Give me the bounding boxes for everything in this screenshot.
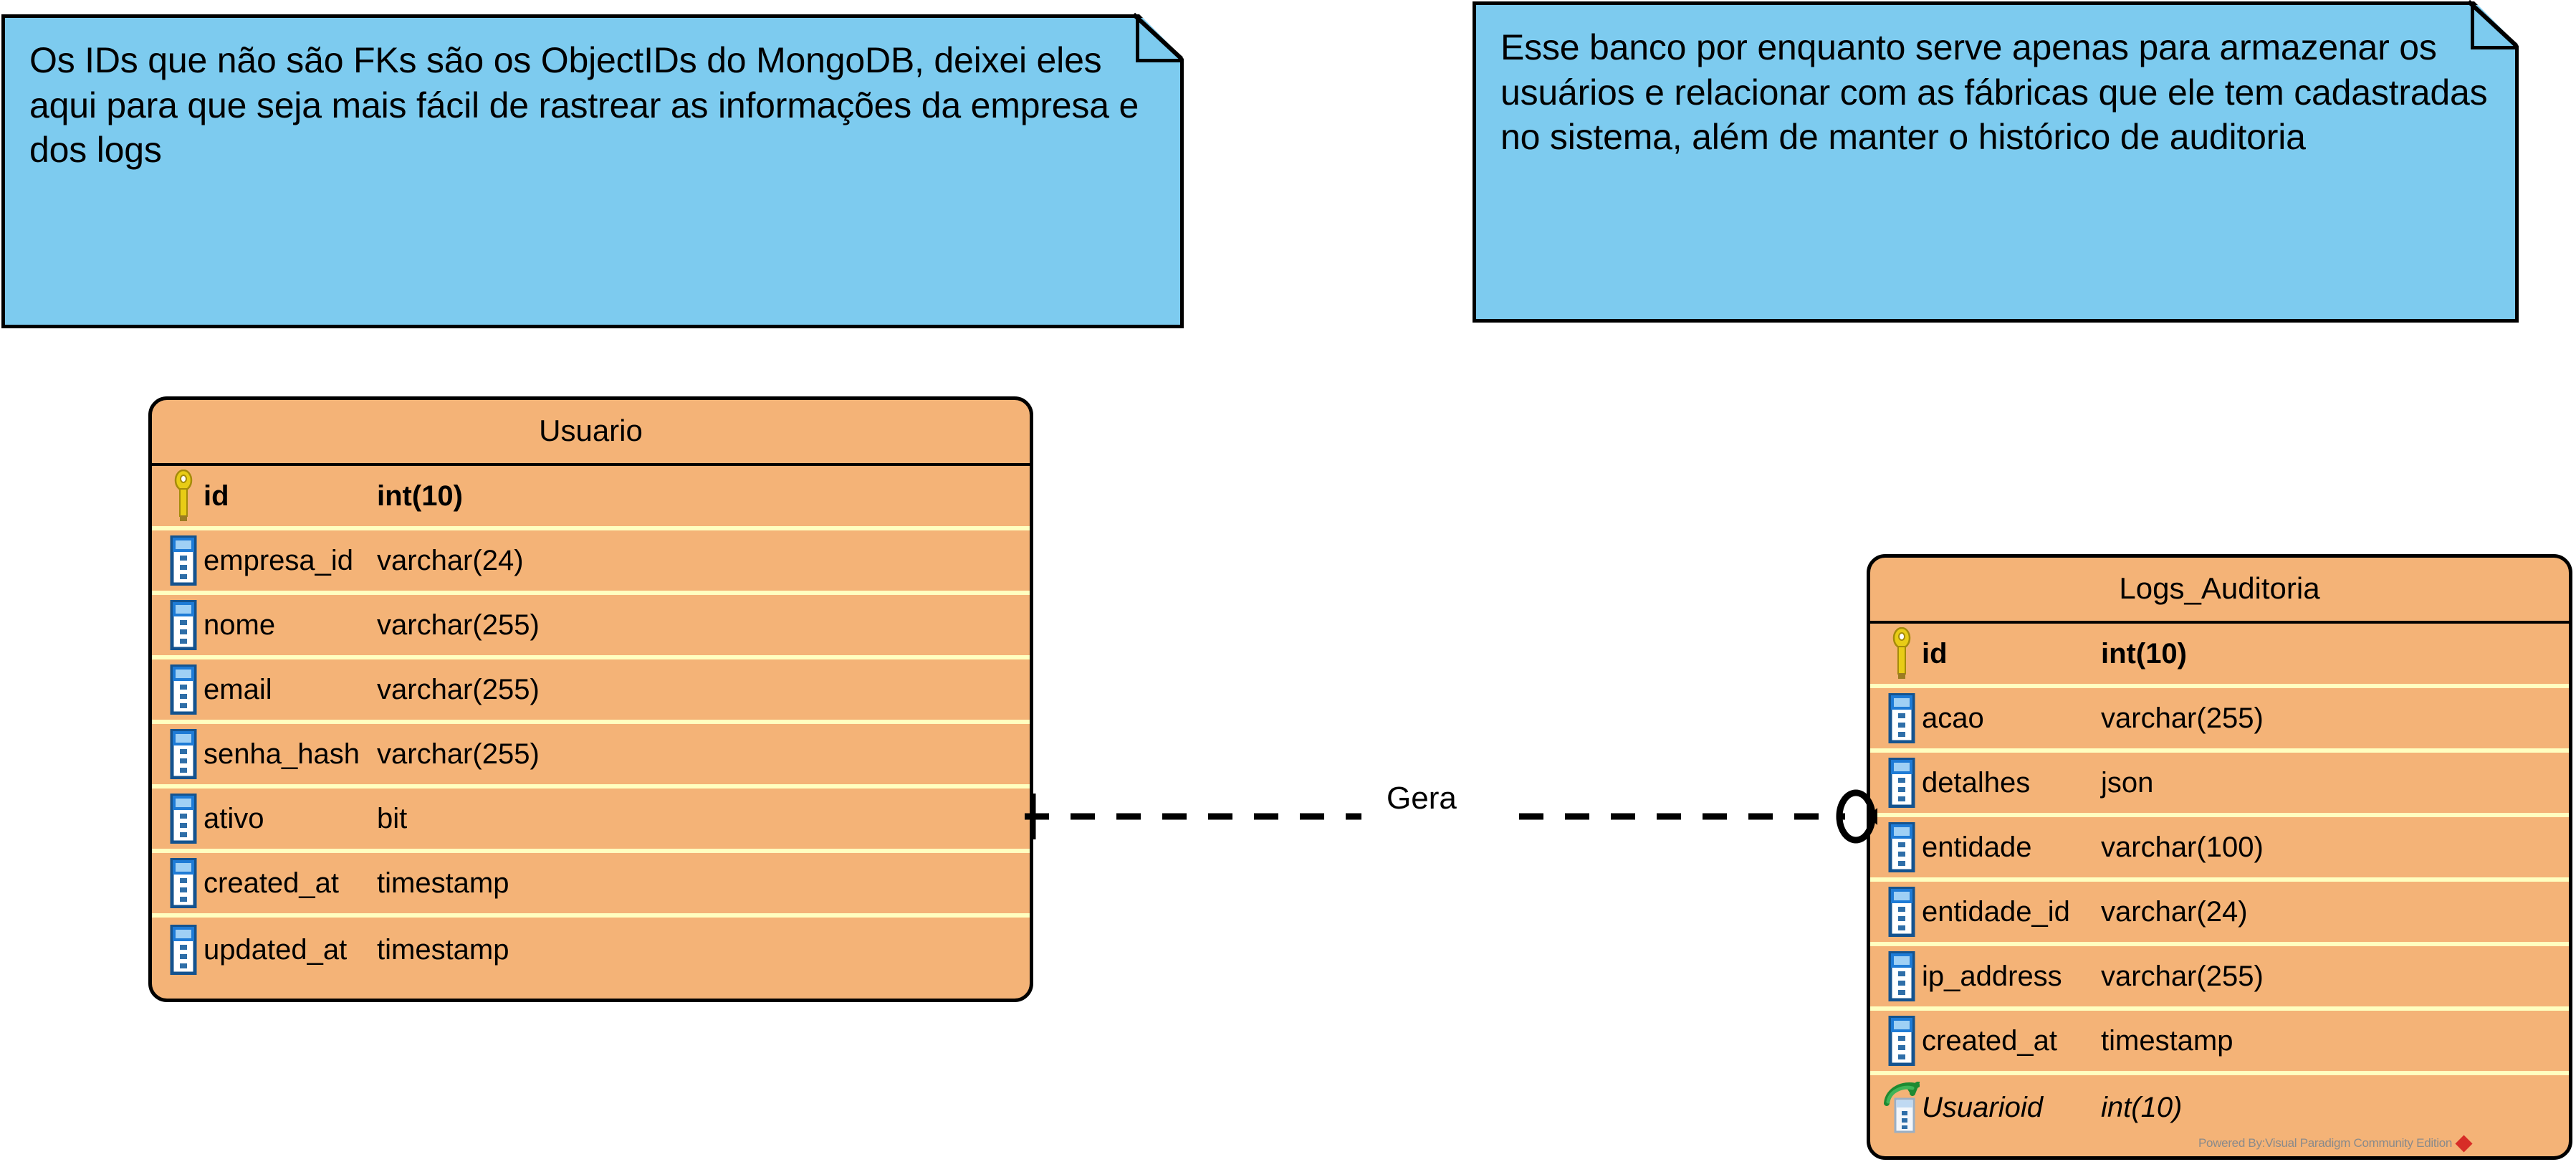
- column-icon: [163, 535, 204, 586]
- attribute-row[interactable]: id int(10): [152, 466, 1030, 530]
- attribute-row[interactable]: ip_address varchar(255): [1870, 946, 2569, 1011]
- column-icon: [163, 600, 204, 650]
- attribute-type: varchar(255): [377, 673, 540, 705]
- attribute-name: acao: [1922, 702, 1984, 734]
- attribute-list: id int(10) empresa_id varchar(24) nome varcha…: [152, 466, 1030, 982]
- column-icon: [163, 664, 204, 715]
- attribute-name: created_at: [204, 867, 340, 899]
- note-object-ids[interactable]: Os IDs que não são FKs são os ObjectIDs …: [1, 12, 1184, 328]
- attribute-name: nome: [204, 609, 276, 641]
- note-fold-diagonal-icon: [2466, 0, 2519, 48]
- attribute-type: varchar(24): [2101, 895, 2248, 928]
- column-icon: [1882, 693, 1922, 743]
- attribute-row[interactable]: created_at timestamp: [1870, 1011, 2569, 1075]
- visual-paradigm-logo-icon: [2455, 1134, 2473, 1153]
- relationship-label: Gera: [1387, 781, 1457, 816]
- watermark-text: Powered By:Visual Paradigm Community Edi…: [2198, 1136, 2453, 1150]
- attribute-name: ip_address: [1922, 960, 2062, 992]
- column-icon: [1882, 951, 1922, 1001]
- note-fold-diagonal-icon: [1131, 12, 1184, 61]
- attribute-row[interactable]: nome varchar(255): [152, 595, 1030, 659]
- attribute-name: senha_hash: [204, 738, 360, 770]
- attribute-name: entidade_id: [1922, 895, 2070, 928]
- attribute-row[interactable]: ativo bit: [152, 789, 1030, 853]
- attribute-row[interactable]: senha_hash varchar(255): [152, 724, 1030, 789]
- attribute-list: id int(10) acao varchar(255) detalhes json ent…: [1870, 624, 2569, 1140]
- entity-title: Usuario: [152, 400, 1030, 466]
- attribute-row[interactable]: updated_at timestamp: [152, 918, 1030, 982]
- relationship-gera[interactable]: Gera: [1025, 778, 1908, 871]
- attribute-type: varchar(100): [2101, 831, 2264, 863]
- column-icon: [1882, 887, 1922, 937]
- attribute-name: entidade: [1922, 831, 2032, 863]
- attribute-type: int(10): [377, 480, 463, 512]
- attribute-type: varchar(24): [377, 544, 524, 576]
- attribute-name: detalhes: [1922, 766, 2031, 799]
- column-icon: [163, 858, 204, 908]
- attribute-row[interactable]: entidade varchar(100): [1870, 817, 2569, 882]
- note-text: Os IDs que não são FKs são os ObjectIDs …: [29, 40, 1139, 170]
- attribute-row[interactable]: email varchar(255): [152, 659, 1030, 724]
- primary-key-icon: [1882, 627, 1922, 679]
- attribute-type: bit: [377, 802, 408, 834]
- note-fold-vertical-edge: [1136, 14, 1139, 62]
- attribute-type: varchar(255): [377, 738, 540, 770]
- attribute-name: Usuarioid: [1922, 1091, 2043, 1123]
- column-icon: [163, 729, 204, 779]
- attribute-row[interactable]: empresa_id varchar(24): [152, 530, 1030, 595]
- attribute-row[interactable]: id int(10): [1870, 624, 2569, 688]
- foreign-key-icon: [1882, 1082, 1922, 1133]
- column-icon: [1882, 822, 1922, 872]
- attribute-type: timestamp: [377, 867, 509, 899]
- entity-table-usuario[interactable]: Usuario id int(10) empresa_id varchar(24) no…: [148, 396, 1033, 1002]
- attribute-type: varchar(255): [377, 609, 540, 641]
- attribute-type: timestamp: [377, 933, 509, 966]
- note-fold-horizontal-edge: [1136, 59, 1184, 62]
- column-icon: [163, 925, 204, 975]
- attribute-type: varchar(255): [2101, 702, 2264, 734]
- attribute-name: ativo: [204, 802, 264, 834]
- attribute-name: empresa_id: [204, 544, 354, 576]
- attribute-name: updated_at: [204, 933, 348, 966]
- note-text: Esse banco por enquanto serve apenas par…: [1500, 27, 2488, 157]
- attribute-row[interactable]: detalhes json: [1870, 753, 2569, 817]
- primary-key-icon: [163, 470, 204, 521]
- attribute-type: timestamp: [2101, 1024, 2233, 1057]
- column-icon: [1882, 1016, 1922, 1066]
- attribute-row[interactable]: created_at timestamp: [152, 853, 1030, 918]
- attribute-type: int(10): [2101, 1091, 2183, 1123]
- column-icon: [163, 794, 204, 844]
- attribute-name: created_at: [1922, 1024, 2058, 1057]
- note-fold-vertical-edge: [2471, 1, 2474, 49]
- column-icon: [1882, 758, 1922, 808]
- attribute-row[interactable]: Usuarioid int(10): [1870, 1075, 2569, 1140]
- note-database-purpose[interactable]: Esse banco por enquanto serve apenas par…: [1473, 0, 2519, 323]
- attribute-row[interactable]: acao varchar(255): [1870, 688, 2569, 753]
- attribute-row[interactable]: entidade_id varchar(24): [1870, 882, 2569, 946]
- attribute-name: id: [1922, 637, 1948, 670]
- attribute-name: id: [204, 480, 229, 512]
- attribute-type: int(10): [2101, 637, 2187, 670]
- entity-table-logs-auditoria[interactable]: Logs_Auditoria id int(10) acao varchar(255)…: [1867, 554, 2572, 1160]
- note-fold-horizontal-edge: [2471, 46, 2519, 49]
- cardinality-many-crowsfoot-icon: [1870, 785, 1908, 848]
- attribute-type: varchar(255): [2101, 960, 2264, 992]
- attribute-type: json: [2101, 766, 2154, 799]
- attribute-name: email: [204, 673, 272, 705]
- entity-title: Logs_Auditoria: [1870, 558, 2569, 624]
- watermark: Powered By:Visual Paradigm Community Edi…: [2198, 1134, 2473, 1153]
